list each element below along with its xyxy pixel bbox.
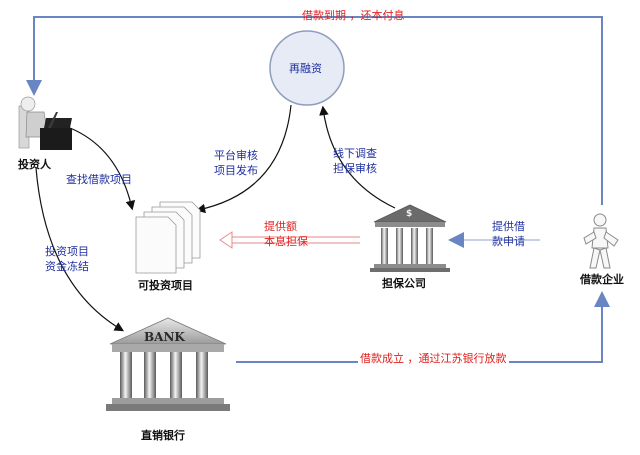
bank-building-icon <box>106 317 230 411</box>
apply-line-2: 款申请 <box>492 235 525 248</box>
platform-publish-arrow <box>195 104 292 214</box>
apply-label: 提供借 款申请 <box>492 219 525 249</box>
guarantee-line-1: 提供额 <box>264 220 297 233</box>
platform-label: 平台审核 项目发布 <box>214 148 258 178</box>
guarantee-label: 提供额 本息担保 <box>264 219 308 249</box>
apply-line-1: 提供借 <box>492 220 525 233</box>
guarantee-arrow <box>219 231 360 249</box>
bank-label: 直销银行 <box>141 429 185 442</box>
offline-line-1: 线下调查 <box>333 147 377 160</box>
investor-label: 投资人 <box>18 158 51 171</box>
dollar-sign-icon: $ <box>406 209 413 219</box>
enterprise-icon <box>583 213 619 269</box>
bank-sign: BANK <box>144 330 185 344</box>
borrowing-enterprise-label: 借款企业 <box>580 273 624 286</box>
investor-search-label: 查找借款项目 <box>66 173 132 186</box>
invest-arrow <box>35 167 125 332</box>
platform-line-1: 平台审核 <box>214 149 258 162</box>
top-loop-arrow <box>26 16 603 205</box>
invest-label: 投资项目 资金冻结 <box>45 244 89 274</box>
guarantee-company-label: 担保公司 <box>382 277 426 290</box>
offline-review-arrow <box>319 105 396 209</box>
guarantee-line-2: 本息担保 <box>264 235 308 248</box>
offline-line-2: 担保审核 <box>333 162 377 175</box>
top-loop-label: 借款到期 ，还本付息 <box>302 9 405 22</box>
investor-icon <box>18 96 72 150</box>
documents-icon <box>135 201 201 274</box>
platform-line-2: 项目发布 <box>214 164 258 177</box>
bottom-loop-label: 借款成立 ，通过江苏银行放款 <box>358 351 509 366</box>
refinancing-label: 再融资 <box>289 62 322 75</box>
refinancing-circle <box>269 30 345 106</box>
invest-line-1: 投资项目 <box>45 245 89 258</box>
investor-search-arrow <box>69 127 136 211</box>
investable-projects-label: 可投资项目 <box>138 279 193 292</box>
guarantee-building-icon <box>370 204 450 272</box>
offline-label: 线下调查 担保审核 <box>333 146 377 176</box>
invest-line-2: 资金冻结 <box>45 260 89 273</box>
